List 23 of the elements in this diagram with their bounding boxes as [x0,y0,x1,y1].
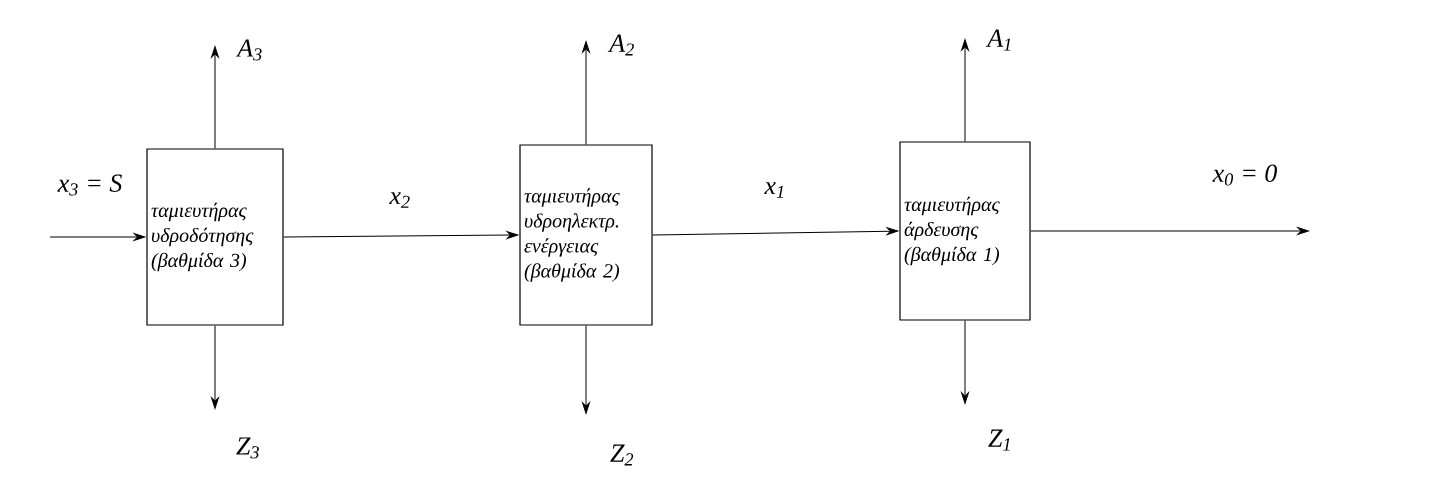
arrow [1030,227,1309,235]
arrow [961,320,969,404]
edge-label: x$_{2}$ [389,192,410,208]
edge-label: x$_{3}$ = S [57,174,122,196]
edge-label: Z$_{2}$ [610,444,634,466]
arrow [49,233,146,241]
arrow [961,39,969,142]
arrow [283,231,519,239]
reservoir-box: ταμιευτήρας υδροηλεκτρ. ενέργειας (βαθμίδα 2) [519,144,653,326]
edge-label: Z$_{3}$ [236,437,259,459]
edge-label: A$_{3}$ [235,39,262,61]
arrow [652,227,899,236]
edge-label: Z$_{1}$ [988,429,1010,451]
arrow [211,325,219,409]
arrow [582,41,590,145]
edge-label: A$_{2}$ [607,34,634,56]
edge-label: x$_{0}$ = 0 [1212,164,1277,186]
arrow [582,325,590,414]
reservoir-box: ταμιευτήρας άρδευσης (βαθμίδα 1) [899,141,1031,321]
edge-label: x$_{1}$ [764,182,784,198]
reservoir-box: ταμιευτήρας υδροδότησης (βαθμίδα 3) [146,148,284,326]
arrow [211,46,219,149]
edge-label: A$_{1}$ [985,29,1011,51]
